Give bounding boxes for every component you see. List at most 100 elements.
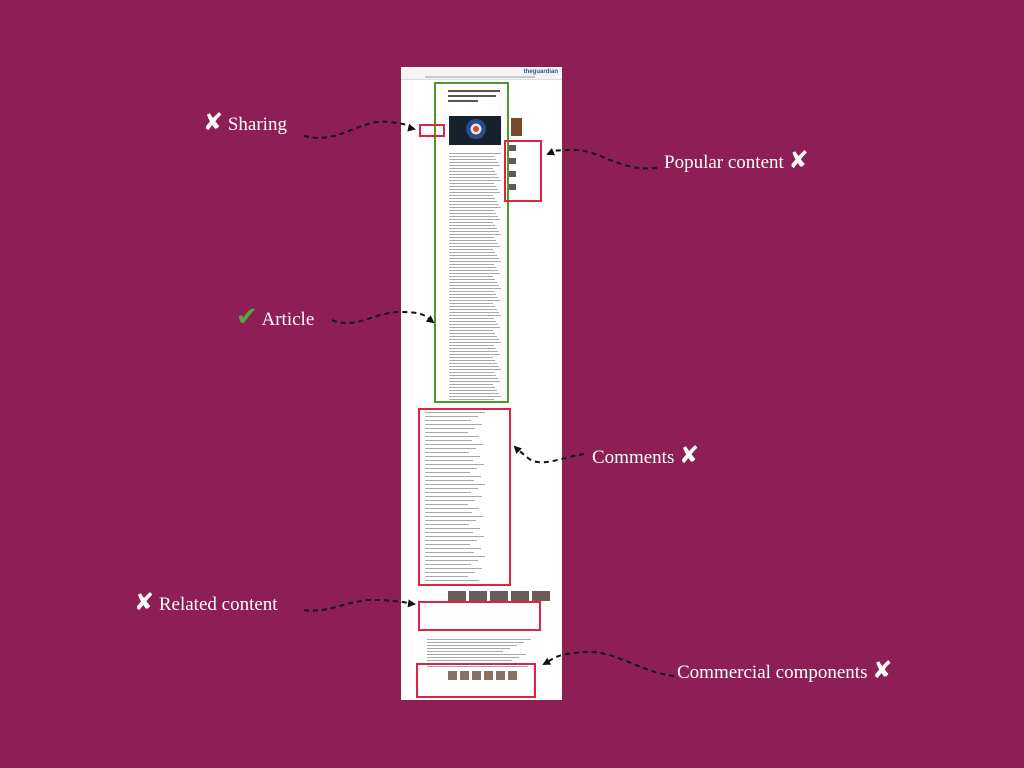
text-line bbox=[449, 183, 494, 184]
text-line bbox=[425, 548, 481, 549]
text-line bbox=[425, 500, 475, 501]
commercial-components-annotation: Commercial components ✘ bbox=[677, 656, 892, 684]
text-line bbox=[425, 520, 476, 521]
text-line bbox=[449, 330, 493, 331]
text-line bbox=[449, 240, 496, 241]
popular-content-arrow bbox=[546, 147, 658, 170]
text-line bbox=[425, 484, 485, 485]
text-line bbox=[425, 508, 479, 509]
text-line bbox=[449, 159, 496, 160]
text-line bbox=[425, 560, 478, 561]
thumbnail-image bbox=[507, 184, 516, 190]
text-line bbox=[449, 225, 495, 226]
text-line bbox=[425, 568, 482, 569]
popular-content-label: Popular content bbox=[664, 152, 784, 173]
thumbnail-image bbox=[532, 591, 550, 601]
text-line bbox=[449, 303, 493, 304]
check-mark-icon: ✔ bbox=[236, 302, 258, 332]
thumbnail-image bbox=[507, 158, 516, 164]
text-line bbox=[449, 213, 496, 214]
text-line bbox=[425, 468, 477, 469]
text-line bbox=[449, 372, 494, 373]
text-line bbox=[449, 378, 498, 379]
text-line bbox=[425, 440, 472, 441]
text-line bbox=[449, 210, 494, 211]
text-line bbox=[425, 452, 469, 453]
comments-label: Comments bbox=[592, 447, 675, 468]
text-line bbox=[449, 222, 493, 223]
text-line bbox=[449, 153, 501, 154]
text-line bbox=[427, 645, 517, 646]
text-line bbox=[425, 524, 469, 525]
commercial-components-arrow bbox=[542, 650, 675, 677]
thumbnail-image bbox=[490, 591, 508, 601]
sharing-region-box bbox=[419, 124, 445, 137]
text-line bbox=[425, 460, 473, 461]
text-line bbox=[427, 651, 503, 652]
text-line bbox=[449, 171, 495, 172]
text-line bbox=[449, 186, 496, 187]
related-content-annotation: ✘ Related content bbox=[134, 588, 278, 616]
text-line bbox=[449, 234, 501, 235]
thumbnail-image bbox=[511, 591, 529, 601]
text-line bbox=[425, 504, 468, 505]
text-line bbox=[425, 416, 478, 417]
nsa-seal-icon bbox=[466, 119, 486, 139]
text-line bbox=[449, 384, 493, 385]
thumbnail-image bbox=[496, 671, 505, 680]
text-line bbox=[449, 279, 495, 280]
text-line bbox=[427, 642, 524, 643]
text-line bbox=[449, 282, 497, 283]
article-image bbox=[449, 116, 501, 145]
text-line bbox=[449, 300, 500, 301]
related-content-arrow bbox=[303, 598, 416, 612]
article-annotation: ✔ Article bbox=[236, 302, 314, 332]
text-line bbox=[449, 393, 499, 394]
thumbnail-image bbox=[507, 145, 516, 151]
thumbnail-image bbox=[460, 671, 469, 680]
text-line bbox=[425, 544, 470, 545]
sharing-annotation: ✘ Sharing bbox=[203, 108, 287, 136]
text-line bbox=[425, 564, 471, 565]
thumbnail-image bbox=[507, 171, 516, 177]
text-line bbox=[425, 552, 474, 553]
text-line bbox=[449, 156, 494, 157]
text-line bbox=[449, 327, 500, 328]
text-line bbox=[449, 174, 497, 175]
text-line bbox=[449, 336, 497, 337]
text-line bbox=[425, 476, 481, 477]
text-line bbox=[449, 390, 497, 391]
text-line bbox=[449, 264, 494, 265]
side-thumbnail bbox=[511, 118, 522, 136]
text-line bbox=[449, 243, 498, 244]
text-line bbox=[449, 396, 501, 397]
text-line bbox=[449, 162, 498, 163]
text-line bbox=[425, 444, 483, 445]
comments-annotation: Comments ✘ bbox=[592, 441, 699, 469]
text-line bbox=[425, 464, 484, 465]
text-line bbox=[449, 228, 497, 229]
text-line bbox=[449, 297, 498, 298]
thumbnail-image bbox=[469, 591, 487, 601]
thumbnail-image bbox=[472, 671, 481, 680]
text-line bbox=[425, 496, 482, 497]
text-line bbox=[449, 276, 493, 277]
text-line bbox=[449, 360, 495, 361]
text-line bbox=[425, 540, 477, 541]
text-line bbox=[449, 321, 496, 322]
text-line bbox=[425, 572, 475, 573]
comments-region-box bbox=[418, 408, 511, 586]
popular-content-annotation: Popular content ✘ bbox=[664, 146, 809, 174]
text-line bbox=[449, 339, 499, 340]
text-line bbox=[425, 480, 474, 481]
sharing-label: Sharing bbox=[227, 114, 287, 135]
site-logo: theguardian bbox=[523, 69, 558, 75]
text-line bbox=[425, 472, 470, 473]
text-line bbox=[449, 387, 495, 388]
text-line bbox=[425, 516, 483, 517]
text-line bbox=[449, 369, 501, 370]
text-line bbox=[425, 528, 480, 529]
text-line bbox=[427, 654, 526, 655]
commercial-components-region-box bbox=[416, 663, 536, 698]
article-arrow bbox=[331, 310, 435, 325]
